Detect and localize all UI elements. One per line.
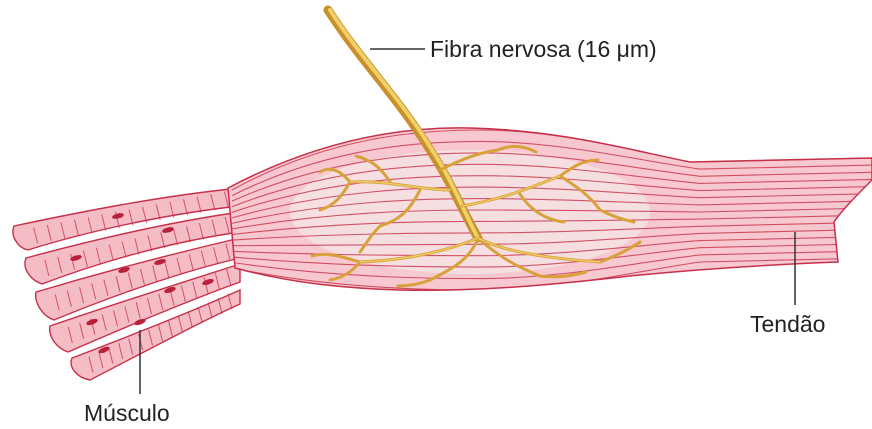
muscle-fibers	[13, 188, 240, 380]
tendon-label: Tendão	[750, 311, 825, 337]
nerve-fiber-label: Fibra nervosa (16 μm)	[430, 36, 657, 62]
muscle-label: Músculo	[84, 400, 170, 426]
